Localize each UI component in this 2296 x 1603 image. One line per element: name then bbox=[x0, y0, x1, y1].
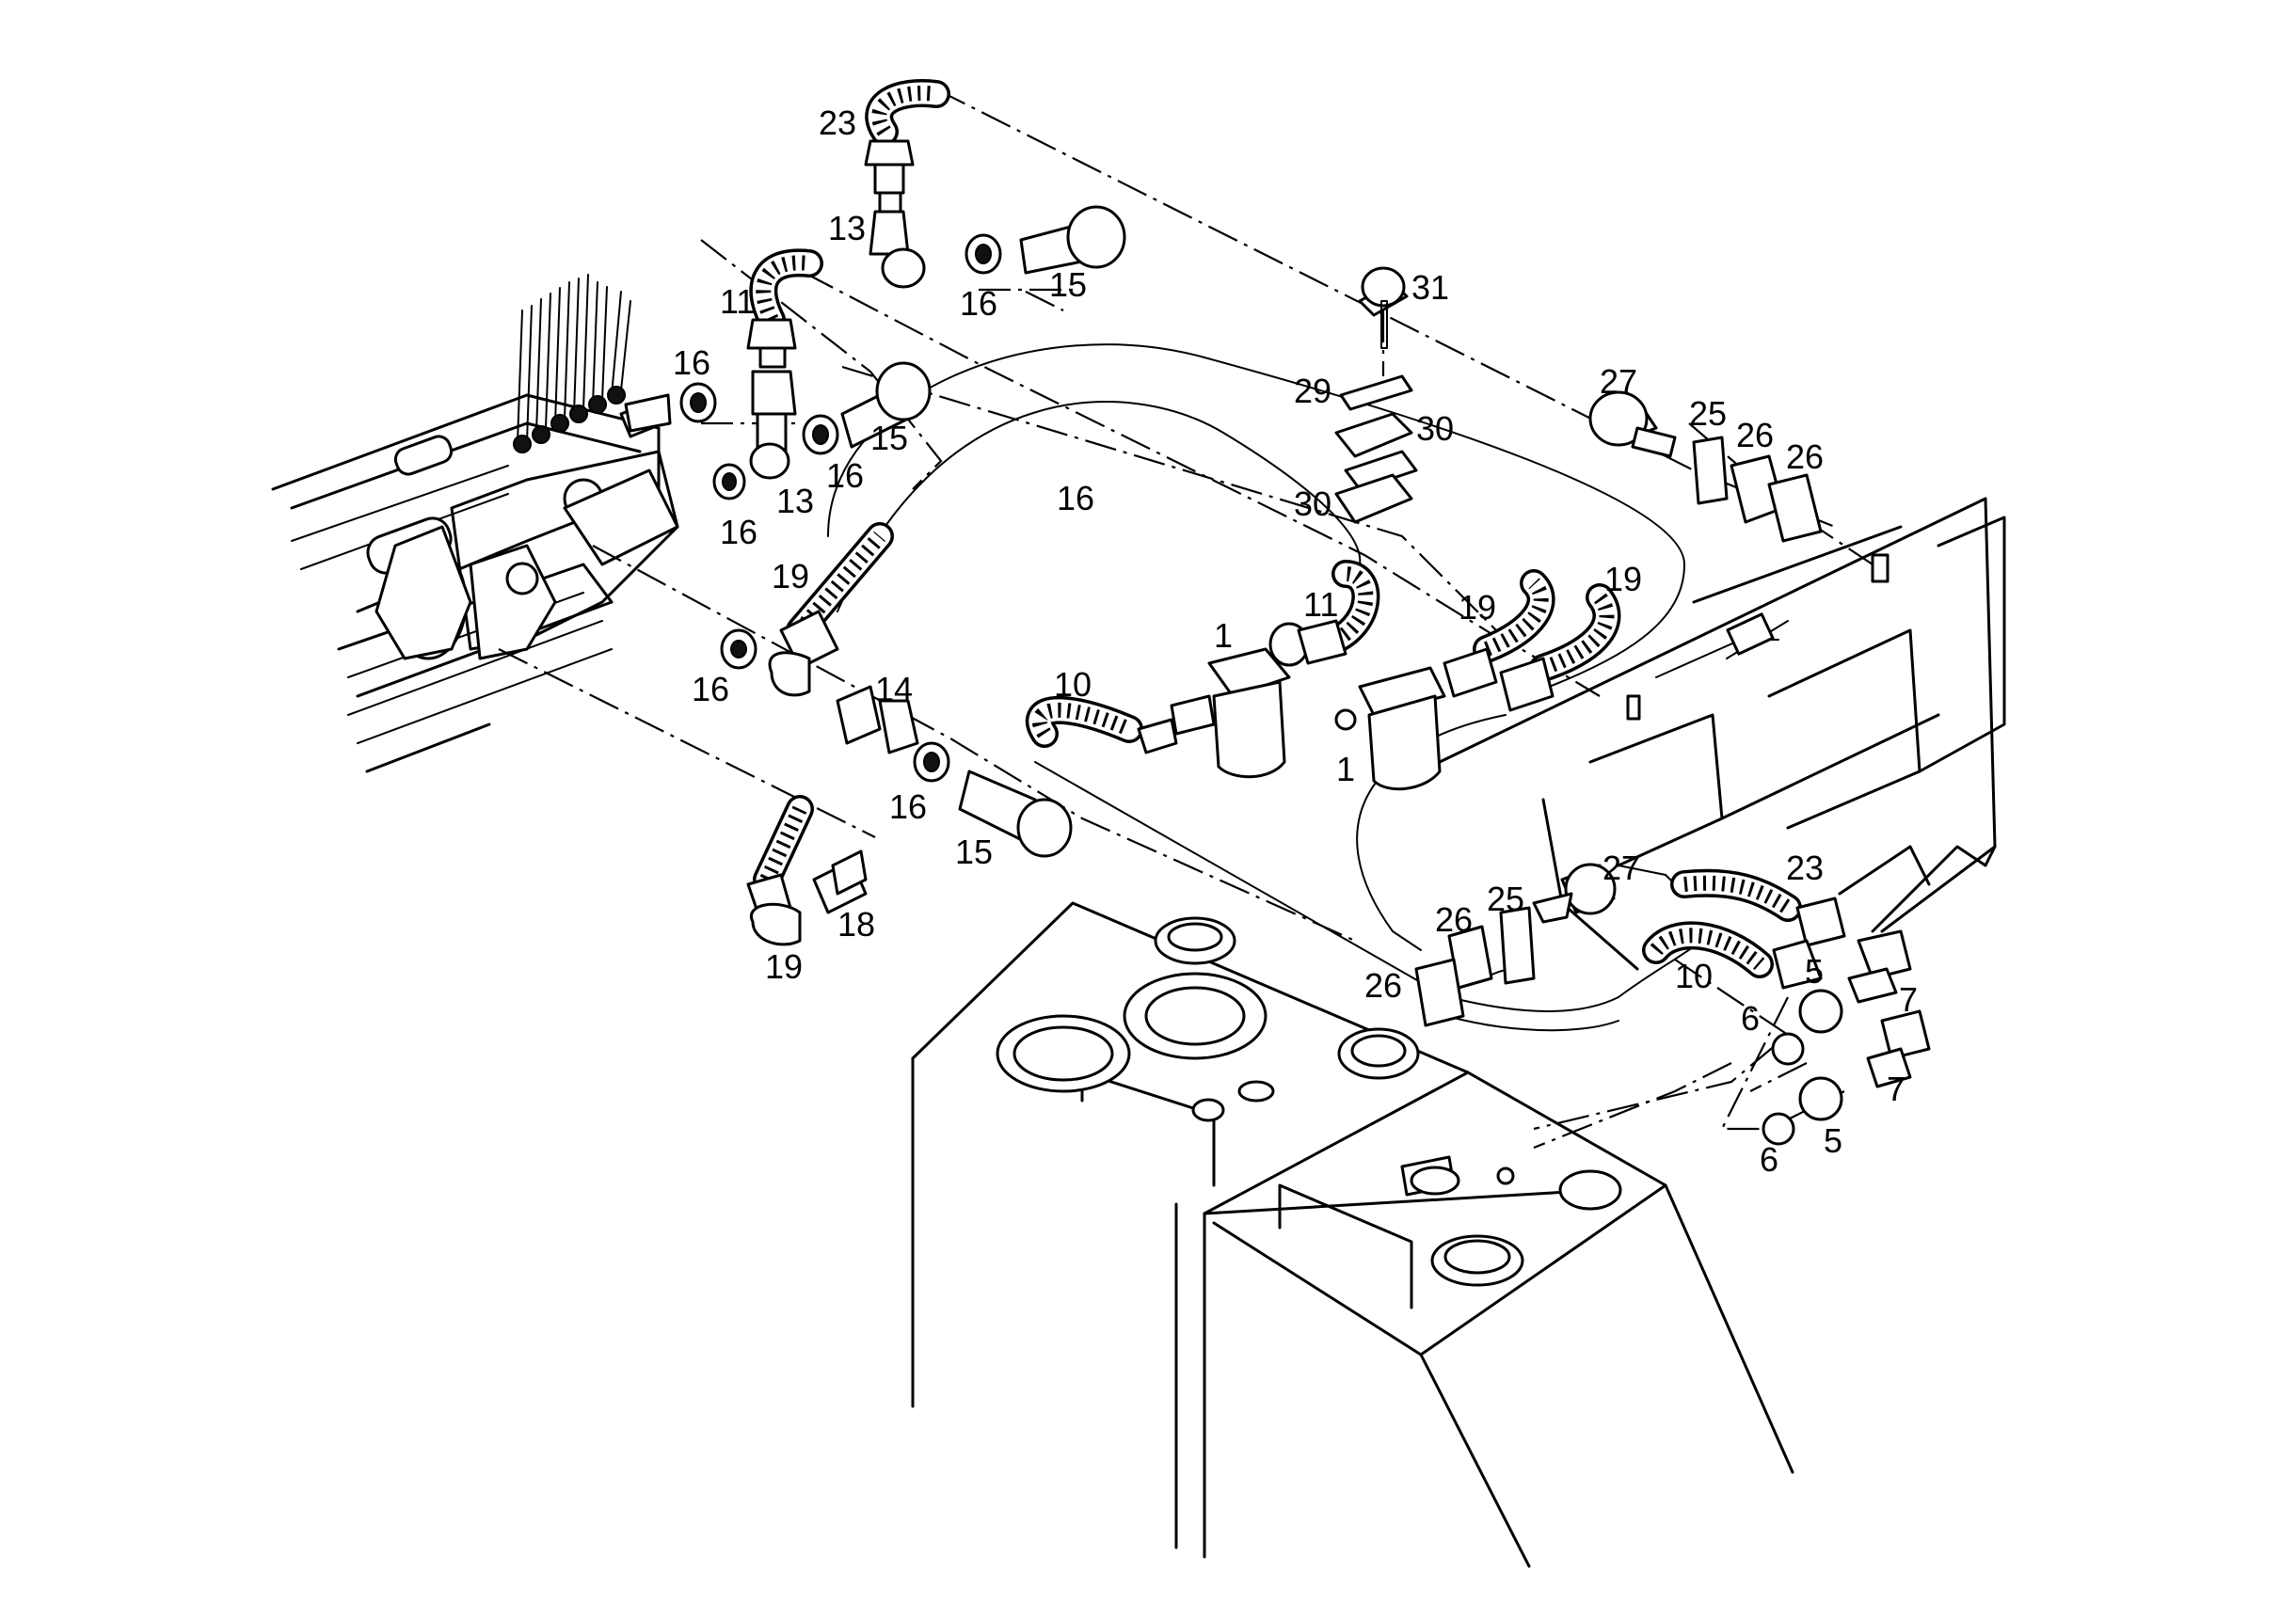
callout-16-c: 16 bbox=[720, 513, 757, 551]
filter-1-right-head bbox=[1358, 666, 1446, 717]
callout-25-low: 25 bbox=[1487, 880, 1524, 918]
callout-1-a: 1 bbox=[1214, 616, 1233, 655]
fuel-tank bbox=[911, 901, 1794, 1568]
nut-5-b bbox=[1798, 1076, 1843, 1121]
callout-labels: 23 13 16 15 11 31 16 15 16 16 13 29 30 3… bbox=[673, 103, 1918, 1179]
hex-nut-23-top bbox=[864, 139, 915, 167]
callout-27-low: 27 bbox=[1602, 849, 1640, 887]
callout-15-low: 15 bbox=[955, 833, 993, 871]
callout-26-c: 26 bbox=[1435, 900, 1473, 939]
plate-29 bbox=[1339, 374, 1413, 411]
callout-11-top: 11 bbox=[720, 282, 755, 321]
fittings bbox=[624, 139, 1931, 1146]
hose-19-mid-a bbox=[1473, 569, 1555, 663]
plug-6-b bbox=[1762, 1112, 1795, 1146]
nut-5-a bbox=[1798, 989, 1843, 1034]
callout-13-mid: 13 bbox=[776, 482, 814, 520]
callout-19-b: 19 bbox=[1459, 588, 1496, 627]
elbow-19-lower bbox=[749, 902, 802, 946]
filter-1-right-bowl bbox=[1367, 694, 1442, 791]
callout-26-d: 26 bbox=[1364, 966, 1402, 1005]
callout-19-c: 19 bbox=[1604, 560, 1642, 598]
callout-18: 18 bbox=[837, 905, 875, 944]
callout-6-a: 6 bbox=[1741, 999, 1760, 1038]
callout-14: 14 bbox=[875, 670, 913, 708]
callout-31: 31 bbox=[1411, 268, 1449, 307]
callout-30-a: 30 bbox=[1416, 409, 1454, 448]
callout-19-a: 19 bbox=[772, 557, 809, 595]
hose-11-top bbox=[749, 248, 823, 334]
chassis-frame bbox=[1438, 497, 2006, 971]
callout-19-d: 19 bbox=[765, 947, 803, 986]
callout-7-b: 7 bbox=[1887, 1070, 1905, 1108]
callout-1-b: 1 bbox=[1336, 750, 1355, 788]
callout-7-a: 7 bbox=[1899, 980, 1918, 1019]
hose-11-mid bbox=[1322, 560, 1380, 654]
callout-27-top: 27 bbox=[1600, 362, 1637, 401]
plug-6-a bbox=[1771, 1032, 1805, 1066]
nipple-13-top bbox=[873, 163, 905, 195]
plate-25-low bbox=[1499, 906, 1536, 985]
callout-16-b: 16 bbox=[826, 456, 864, 495]
plate-25-top bbox=[1692, 436, 1729, 505]
hose-19-lower bbox=[753, 795, 814, 894]
engine-block bbox=[271, 274, 679, 773]
callout-26-b: 26 bbox=[1786, 437, 1824, 476]
callout-6-b: 6 bbox=[1760, 1140, 1778, 1179]
callout-26-a: 26 bbox=[1736, 416, 1774, 454]
callout-25-top: 25 bbox=[1689, 394, 1727, 433]
elbow-7-b bbox=[1880, 1009, 1931, 1060]
callout-16-center: 16 bbox=[1057, 479, 1094, 517]
callout-16-top: 16 bbox=[960, 284, 997, 323]
callout-16-e: 16 bbox=[889, 787, 927, 826]
banjo-13-mid bbox=[749, 442, 790, 480]
banjo-14 bbox=[878, 699, 919, 754]
clamp-30-a bbox=[1334, 412, 1413, 458]
callout-10-a: 10 bbox=[1054, 665, 1092, 704]
nipple-13-mid bbox=[751, 370, 797, 416]
callout-15-mid: 15 bbox=[870, 419, 908, 457]
elbow-7-a bbox=[1857, 929, 1912, 980]
hex-nut-11-top bbox=[746, 318, 797, 350]
callout-15-top: 15 bbox=[1049, 265, 1087, 304]
callout-23-top: 23 bbox=[819, 103, 856, 142]
hose-23-top bbox=[865, 79, 950, 146]
callout-5-b: 5 bbox=[1824, 1121, 1842, 1160]
clamp-26-b bbox=[1767, 473, 1823, 543]
hose-19-mid-b bbox=[1529, 583, 1621, 682]
callout-16-d: 16 bbox=[692, 670, 729, 708]
hose-10-right bbox=[1642, 921, 1774, 978]
clamp-26-d bbox=[1414, 958, 1465, 1027]
callout-30-b: 30 bbox=[1294, 484, 1331, 523]
callout-5-a: 5 bbox=[1805, 952, 1824, 991]
callout-11-mid: 11 bbox=[1303, 585, 1338, 624]
filter-1-left-head bbox=[1207, 647, 1291, 698]
hoses bbox=[749, 79, 1802, 978]
callout-10-b: 10 bbox=[1675, 957, 1713, 995]
filter-1-left-bowl bbox=[1212, 680, 1286, 779]
callout-29: 29 bbox=[1294, 372, 1331, 410]
callout-16-a: 16 bbox=[673, 343, 710, 382]
hose-23-low bbox=[1670, 868, 1802, 922]
hose-10-left bbox=[1025, 695, 1143, 748]
callout-23-low: 23 bbox=[1786, 849, 1824, 887]
banjo-13-top bbox=[881, 247, 926, 289]
callout-13-top: 13 bbox=[828, 209, 866, 247]
clamp-30-b bbox=[1334, 473, 1413, 524]
